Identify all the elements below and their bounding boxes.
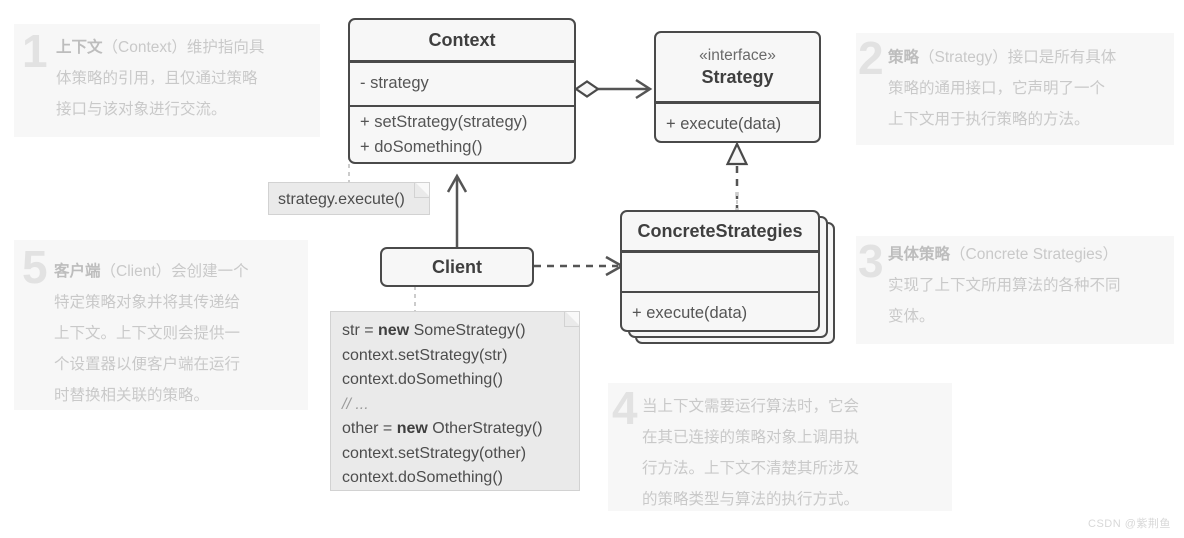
note-strategy-execute-text: strategy.execute(): [278, 191, 405, 208]
relation-client-context: [446, 173, 468, 247]
context-separator-1: [350, 60, 574, 63]
code-token: context.setStrategy(other): [342, 444, 527, 462]
code-token: other =: [342, 420, 397, 437]
context-class-name: Context: [428, 29, 496, 50]
annotation-2-text: 策略（Strategy）接口是所有具体 策略的通用接口，它声明了一个 上下文用于…: [888, 42, 1174, 135]
strategy-class-name: Strategy: [701, 66, 774, 87]
context-operation-setstrategy: + setStrategy(strategy): [360, 113, 528, 131]
code-line: context.doSomething(): [342, 466, 543, 491]
context-attribute-strategy: - strategy: [360, 74, 429, 92]
code-line: other = new OtherStrategy(): [342, 417, 543, 442]
annotation-1-number: 1: [22, 25, 48, 77]
context-operation-dosomething: + doSomething(): [360, 138, 483, 156]
code-line: context.doSomething(): [342, 368, 543, 393]
annotation-2: 2 策略（Strategy）接口是所有具体 策略的通用接口，它声明了一个 上下文…: [856, 33, 1174, 145]
annotation-2-lead: 策略: [888, 49, 920, 66]
code-line: context.setStrategy(other): [342, 442, 543, 467]
code-line: str = new SomeStrategy(): [342, 319, 543, 344]
annotation-3-lead: 具体策略: [888, 246, 951, 263]
concrete-separator-1: [622, 250, 818, 253]
note-client-code-lines: str = new SomeStrategy() context.setStra…: [342, 319, 543, 491]
concrete-operations-compartment: + execute(data): [622, 293, 818, 333]
annotation-4-number: 4: [612, 382, 638, 434]
context-separator-2: [350, 104, 574, 107]
note-code-fold-corner-icon: [566, 312, 579, 325]
concrete-class-name: ConcreteStrategies: [637, 220, 803, 241]
strategy-operations-compartment: + execute(data): [656, 104, 819, 145]
annotation-5-number: 5: [22, 241, 48, 293]
note-strategy-execute: strategy.execute(): [268, 182, 430, 215]
annotation-5-text: 客户端（Client）会创建一个 特定策略对象并将其传递给 上下文。上下文则会提…: [54, 256, 304, 411]
strategy-separator-1: [656, 101, 819, 104]
annotation-3-body: （Concrete Strategies） 实现了上下文所用算法的各种不同 变体…: [888, 246, 1121, 325]
concrete-operation-execute: + execute(data): [632, 303, 748, 322]
concrete-separator-2: [622, 290, 818, 293]
code-token: OtherStrategy(): [432, 420, 543, 437]
annotation-4-body: 当上下文需要运行算法时，它会 在其已连接的策略对象上调用执 行方法。上下文不清楚…: [642, 398, 860, 508]
strategy-title-compartment: «interface» Strategy: [656, 33, 819, 101]
code-token: SomeStrategy(): [413, 322, 526, 339]
annotation-1-text: 上下文（Context）维护指向具 体策略的引用，且仅通过策略 接口与该对象进行…: [56, 32, 314, 125]
context-operations-compartment: + setStrategy(strategy) + doSomething(): [350, 107, 574, 163]
watermark: CSDN @紫荆鱼: [1088, 518, 1171, 530]
concrete-attributes-compartment: [622, 253, 818, 291]
note-client-code: str = new SomeStrategy() context.setStra…: [330, 311, 580, 491]
annotation-3-number: 3: [858, 235, 884, 287]
code-token: context.doSomething(): [342, 371, 503, 388]
annotation-1: 1 上下文（Context）维护指向具 体策略的引用，且仅通过策略 接口与该对象…: [14, 24, 320, 137]
note-code-fold-line-icon: [564, 312, 579, 327]
annotation-1-body: （Context）维护指向具 体策略的引用，且仅通过策略 接口与该对象进行交流。: [56, 39, 265, 118]
annotation-5-lead: 客户端: [54, 263, 101, 280]
relation-client-concrete: [534, 255, 625, 277]
class-box-concrete-strategies[interactable]: ConcreteStrategies + execute(data): [620, 210, 820, 332]
annotation-1-lead: 上下文: [56, 39, 103, 56]
annotation-4: 4 当上下文需要运行算法时，它会 在其已连接的策略对象上调用执 行方法。上下文不…: [608, 383, 952, 511]
strategy-operation-execute: + execute(data): [666, 114, 782, 133]
strategy-stereotype: «interface»: [699, 46, 776, 64]
annotation-4-text: 当上下文需要运行算法时，它会 在其已连接的策略对象上调用执 行方法。上下文不清楚…: [642, 391, 950, 515]
code-token: context.doSomething(): [342, 469, 503, 486]
client-class-name: Client: [431, 256, 482, 277]
class-box-context[interactable]: Context - strategy + setStrategy(strateg…: [348, 18, 576, 164]
relation-context-strategy: [574, 78, 653, 100]
note-fold-line-icon: [414, 183, 429, 198]
relation-concrete-strategy: [725, 141, 749, 212]
code-keyword: new: [378, 322, 414, 339]
context-attributes-compartment: - strategy: [350, 63, 574, 105]
code-comment: // ...: [342, 395, 369, 413]
concrete-title-compartment: ConcreteStrategies: [622, 212, 818, 250]
code-token: context.setStrategy(str): [342, 346, 508, 364]
class-box-client[interactable]: Client: [380, 247, 534, 287]
code-token: str =: [342, 322, 379, 339]
class-box-strategy[interactable]: «interface» Strategy + execute(data): [654, 31, 821, 143]
code-keyword: new: [396, 420, 433, 437]
note-fold-corner-icon: [416, 183, 429, 196]
context-title-compartment: Context: [350, 20, 574, 60]
annotation-5-body: （Client）会创建一个 特定策略对象并将其传递给 上下文。上下文则会提供一 …: [54, 263, 249, 404]
annotation-3: 3 具体策略（Concrete Strategies） 实现了上下文所用算法的各…: [856, 236, 1174, 344]
annotation-2-number: 2: [858, 32, 884, 84]
annotation-2-body: （Strategy）接口是所有具体 策略的通用接口，它声明了一个 上下文用于执行…: [888, 49, 1117, 128]
annotation-5: 5 客户端（Client）会创建一个 特定策略对象并将其传递给 上下文。上下文则…: [14, 240, 308, 410]
code-line: context.setStrategy(str): [342, 344, 543, 369]
annotation-3-text: 具体策略（Concrete Strategies） 实现了上下文所用算法的各种不…: [888, 239, 1176, 332]
code-line: // ...: [342, 393, 543, 418]
